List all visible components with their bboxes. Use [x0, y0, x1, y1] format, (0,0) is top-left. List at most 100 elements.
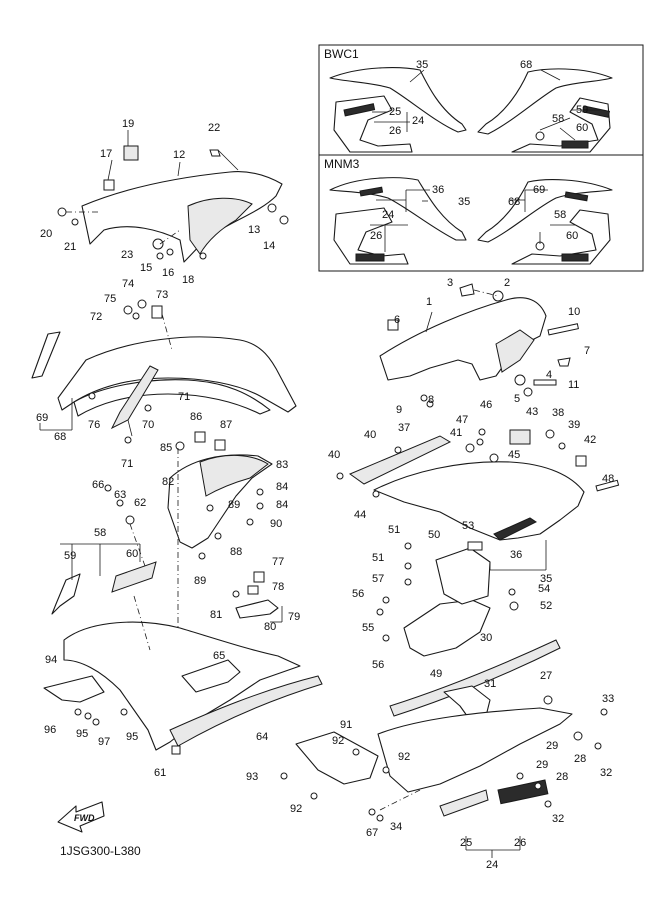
decal-37	[348, 435, 452, 485]
callout-95-b: 95	[126, 731, 138, 743]
bracket-50	[435, 547, 491, 605]
inset-callout-35-mnm3: 35	[458, 196, 470, 208]
callout-29: 29	[546, 740, 558, 752]
callout-52: 52	[540, 600, 552, 612]
clip-41	[476, 438, 484, 446]
screw-33	[600, 708, 608, 716]
callout-77: 77	[272, 556, 284, 568]
callout-94: 94	[45, 654, 57, 666]
fwd-label: FWD	[74, 813, 95, 823]
clip-53	[467, 541, 483, 551]
callout-97: 97	[98, 736, 110, 748]
callout-33: 33	[602, 693, 614, 705]
mnm3-left-brand-decal	[355, 253, 385, 262]
mnm3-right-brand-decal	[561, 253, 589, 262]
callout-67: 67	[366, 827, 378, 839]
bolt-32	[594, 742, 602, 750]
screw-56-b	[382, 634, 390, 642]
callout-40: 40	[364, 429, 376, 441]
collar-14	[279, 215, 289, 225]
callout-32-b: 32	[552, 813, 564, 825]
bolt-84-lower	[256, 502, 264, 510]
screw-28-b	[534, 782, 542, 790]
callout-89-upper: 89	[228, 499, 240, 511]
callout-46: 46	[480, 399, 492, 411]
bolt-76	[88, 392, 96, 400]
inset-callout-35-bwc1: 35	[416, 59, 428, 71]
callout-19: 19	[122, 118, 134, 130]
callout-23: 23	[121, 249, 133, 261]
callout-72: 72	[90, 311, 102, 323]
screw-55	[376, 608, 384, 616]
fwd-arrow-icon	[57, 801, 105, 833]
clip-40-b	[336, 472, 344, 480]
bwc1-grommet	[535, 131, 545, 141]
bolt-20	[57, 207, 67, 217]
nut-3	[459, 283, 475, 297]
callout-51: 51	[388, 524, 400, 536]
grommet-38	[545, 429, 555, 439]
callout-5: 5	[514, 393, 520, 405]
callout-92-b: 92	[398, 751, 410, 763]
callout-66: 66	[92, 479, 104, 491]
side-cowling-68	[57, 336, 297, 413]
callout-54: 54	[538, 583, 550, 595]
screw-22	[209, 149, 221, 157]
inner-panel-83	[199, 454, 269, 497]
callout-56-b: 56	[372, 659, 384, 671]
nut-52	[509, 601, 519, 611]
inset-callout-58-mnm3: 58	[554, 209, 566, 221]
forward-direction-indicator: FWD	[57, 801, 105, 833]
inner-panel-12-duct	[187, 197, 253, 255]
callout-28: 28	[574, 753, 586, 765]
callout-86: 86	[190, 411, 202, 423]
grommet-45	[489, 453, 499, 463]
side-cowling-35	[373, 461, 585, 541]
cover-91	[295, 731, 379, 785]
callout-92-c: 92	[290, 803, 302, 815]
inner-panel-12	[81, 171, 283, 263]
callout-40-b: 40	[328, 449, 340, 461]
clip-93	[280, 772, 288, 780]
callout-41: 41	[450, 427, 462, 439]
callout-4: 4	[546, 369, 552, 381]
screw-51-b	[404, 562, 412, 570]
inset-callout-26-mnm3: 26	[370, 230, 382, 242]
inner-bracket-assembly	[376, 541, 519, 657]
callout-84-lower: 84	[276, 499, 288, 511]
drawing-code: 1JSG300-L380	[60, 844, 141, 858]
callout-68: 68	[54, 431, 66, 443]
callout-12: 12	[173, 149, 185, 161]
bracket-80	[235, 599, 279, 619]
clip-19	[123, 145, 139, 161]
callout-31: 31	[484, 678, 496, 690]
callout-85: 85	[160, 442, 172, 454]
callout-25: 25	[460, 837, 472, 849]
callout-88: 88	[230, 546, 242, 558]
bracket-43	[509, 429, 531, 445]
bolt-44	[372, 490, 380, 498]
callout-39: 39	[568, 419, 580, 431]
bolt-48	[595, 479, 620, 492]
bolt-10	[547, 323, 579, 336]
callout-14: 14	[263, 240, 275, 252]
callout-79: 79	[288, 611, 300, 623]
inset-callout-60-mnm3: 60	[566, 230, 578, 242]
screw-46	[478, 428, 486, 436]
callout-15: 15	[140, 262, 152, 274]
inset-callout-24-mnm3: 24	[382, 209, 394, 221]
upper-panel-1-hook	[495, 329, 535, 373]
callout-84-upper: 84	[276, 481, 288, 493]
callout-87: 87	[220, 419, 232, 431]
nut-78	[247, 585, 259, 595]
callout-16: 16	[162, 267, 174, 279]
screw-92-b	[382, 766, 390, 774]
cover-69	[31, 331, 61, 379]
callout-57: 57	[372, 573, 384, 585]
callout-64: 64	[256, 731, 268, 743]
callout-8: 8	[428, 394, 434, 406]
bwc1-right-side-cover	[477, 68, 613, 135]
washer-75	[132, 312, 140, 320]
